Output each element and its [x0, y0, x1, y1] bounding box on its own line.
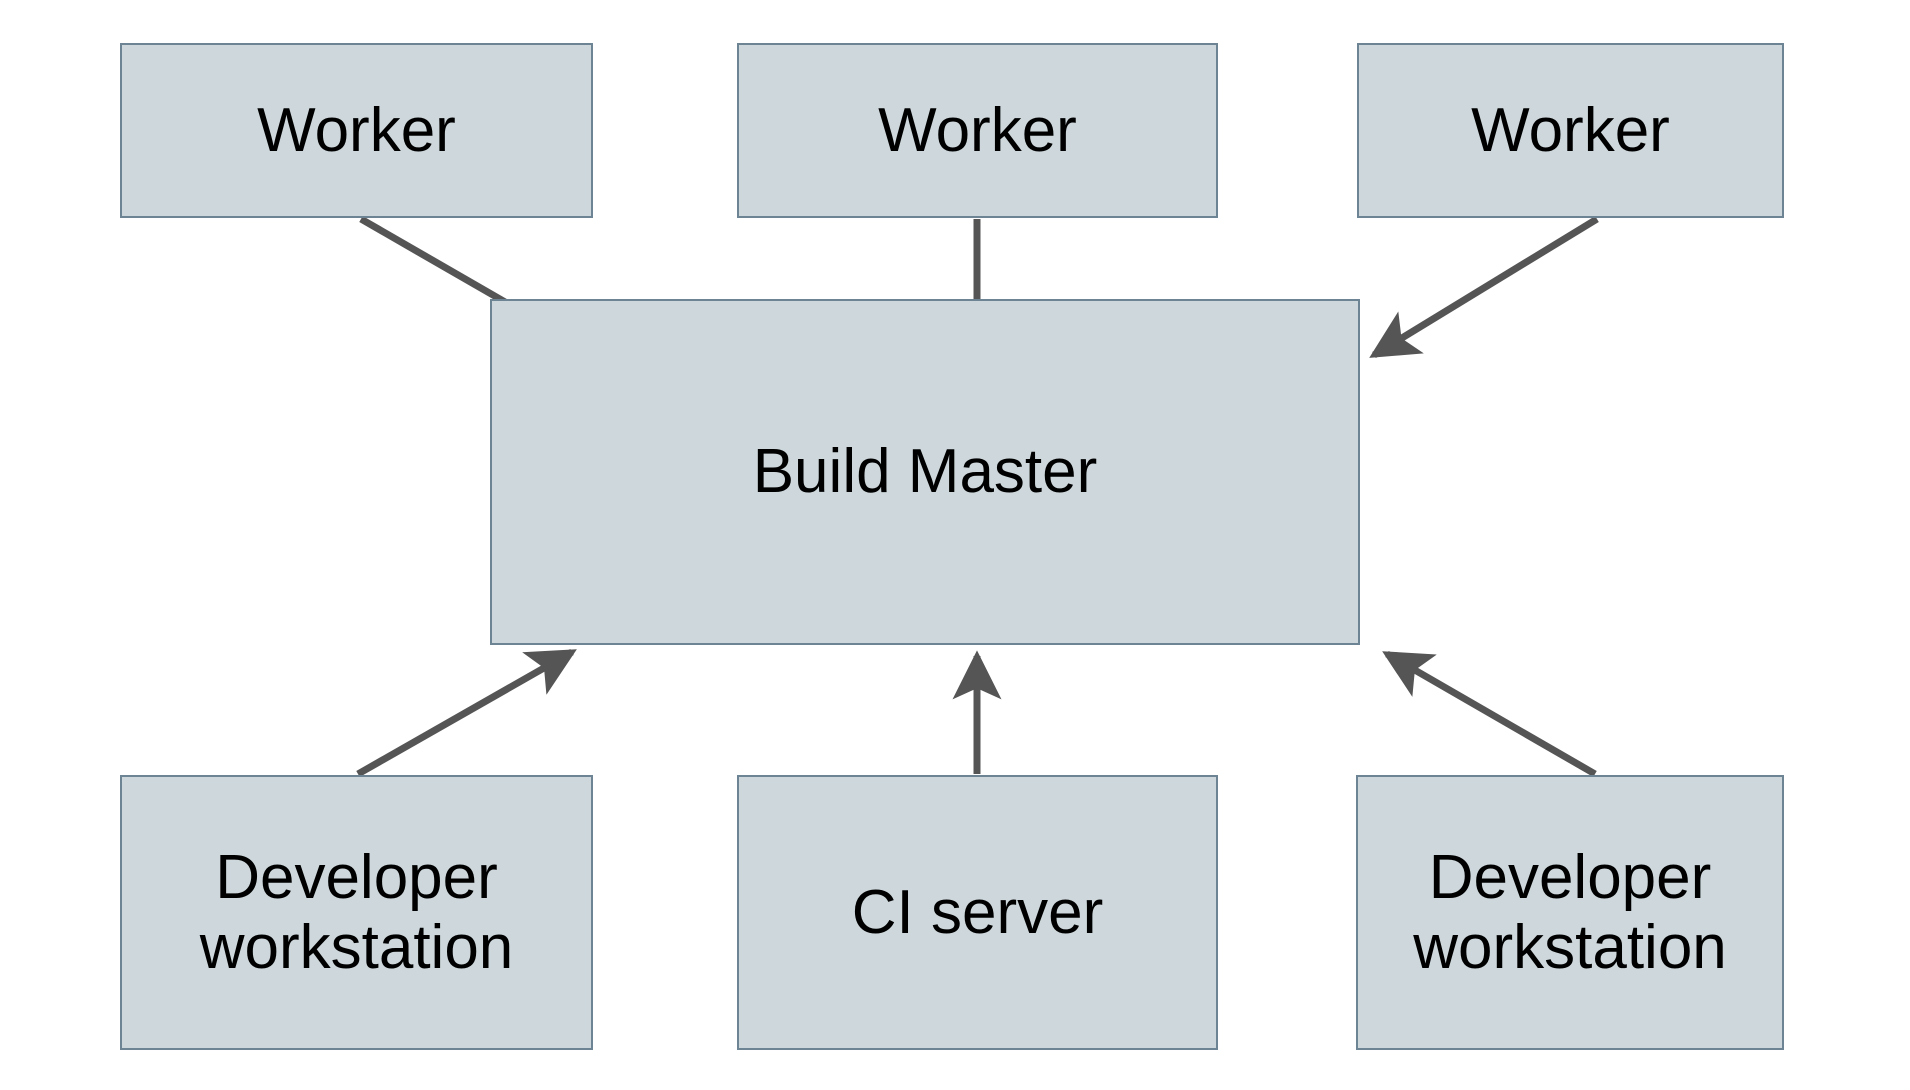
- node-ci-server-label: CI server: [851, 877, 1104, 947]
- node-worker-right-label: Worker: [1471, 95, 1670, 165]
- node-developer-workstation-left-label: Developer workstation: [199, 843, 514, 982]
- edge-worker-right-to-master: [1369, 216, 1599, 358]
- node-developer-workstation-right[interactable]: Developer workstation: [1356, 775, 1784, 1050]
- node-worker-mid-label: Worker: [878, 95, 1077, 165]
- node-worker-left[interactable]: Worker: [120, 43, 593, 218]
- node-worker-mid[interactable]: Worker: [737, 43, 1218, 218]
- node-build-master[interactable]: Build Master: [490, 299, 1360, 645]
- node-developer-workstation-right-label: Developer workstation: [1413, 843, 1727, 982]
- edge-dev-left-to-master: [356, 648, 577, 778]
- node-build-master-label: Build Master: [752, 437, 1098, 507]
- node-worker-left-label: Worker: [257, 95, 456, 165]
- node-developer-workstation-left[interactable]: Developer workstation: [120, 775, 593, 1050]
- edge-dev-right-to-master: [1382, 650, 1597, 778]
- node-ci-server[interactable]: CI server: [737, 775, 1218, 1050]
- node-worker-right[interactable]: Worker: [1357, 43, 1784, 218]
